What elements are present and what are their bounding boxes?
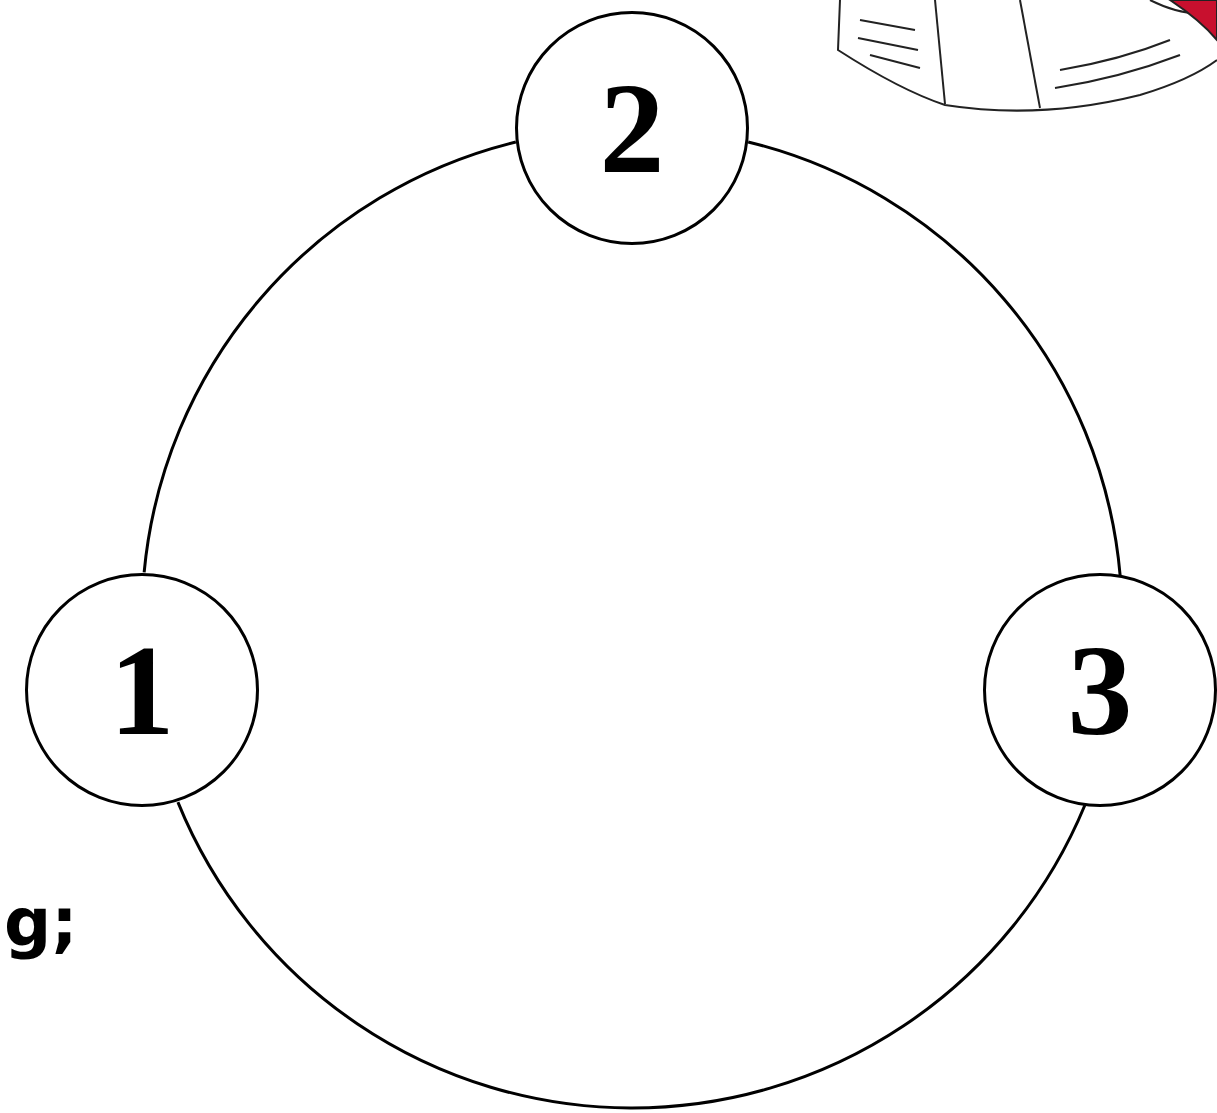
number-circle: 2 [515,11,749,245]
circle-outline [985,575,1216,806]
step-number: 1 [110,625,175,755]
book-illustration [838,0,1217,111]
cycle-arc [178,802,1085,1108]
circle-outline [517,13,748,244]
cropped-text: g; [4,890,78,956]
cycle-arc [748,142,1120,576]
step-number: 3 [1068,625,1133,755]
step-number: 2 [600,63,665,193]
book-cover [1170,0,1217,40]
number-circle: 1 [25,573,259,807]
number-circle: 3 [983,573,1217,807]
circle-outline [27,575,258,806]
cycle-arc [144,142,516,572]
